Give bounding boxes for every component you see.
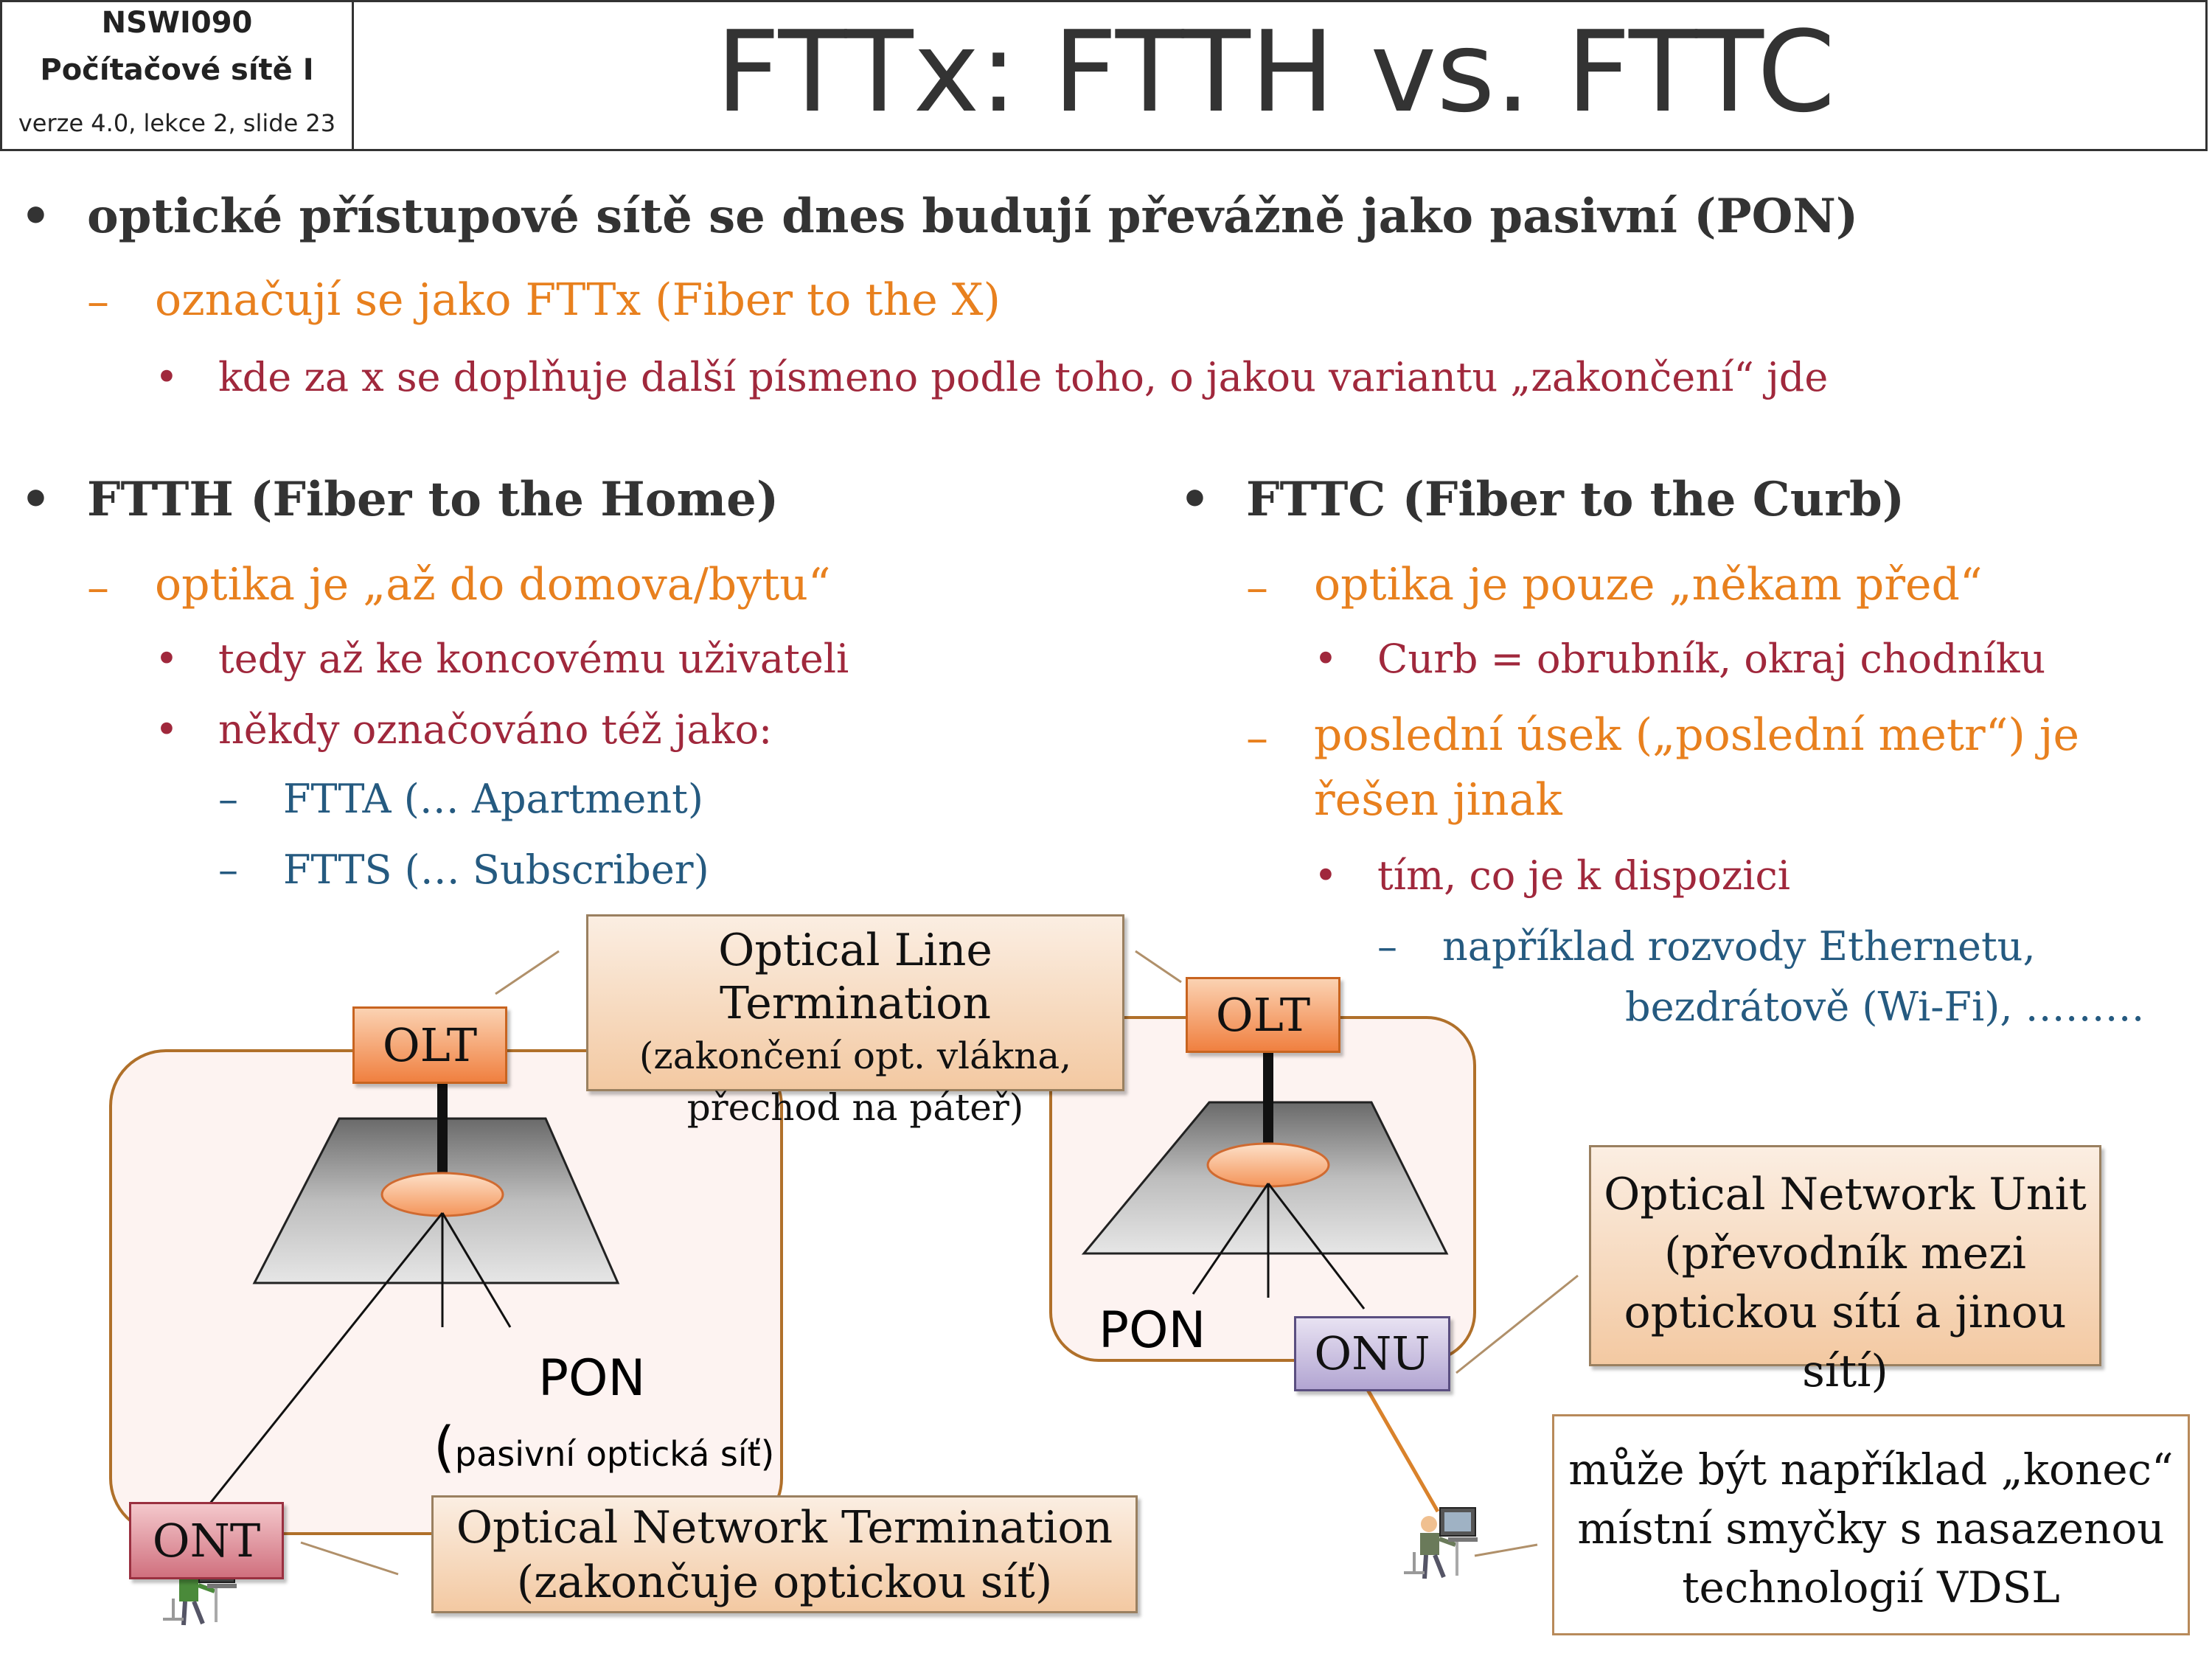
dash-marker: – bbox=[87, 562, 109, 613]
vdsl-note: může být například „konec“ místní smyčky… bbox=[1552, 1414, 2190, 1635]
fttc-subpoint-2a: poslední úsek („poslední metr“) je bbox=[1314, 709, 2079, 761]
fttc-detail-1: Curb = obrubník, okraj chodníku bbox=[1377, 636, 2046, 682]
ont-callout-title: Optical Network Termination bbox=[456, 1502, 1113, 1554]
ftth-alias-b: FTTS (… Subscriber) bbox=[283, 846, 709, 893]
ftth-detail-1: tedy až ke koncovému uživateli bbox=[218, 636, 849, 682]
intro-subpoint: označují se jako FTTx (Fiber to the X) bbox=[155, 274, 1001, 326]
dash-marker: – bbox=[1246, 712, 1268, 764]
onu-node: ONU bbox=[1294, 1316, 1450, 1391]
bullet-marker: • bbox=[21, 472, 51, 527]
onu-callout-title: Optical Network Unit bbox=[1604, 1169, 2087, 1220]
olt-node-fttc: OLT bbox=[1186, 977, 1340, 1053]
slide-title: FTTx: FTTH vs. FTTC bbox=[715, 7, 1836, 137]
olt-node-ftth: OLT bbox=[352, 1006, 507, 1084]
fttc-example-2: bezdrátově (Wi-Fi), ……… bbox=[1625, 984, 2145, 1030]
olt-callout: Optical Line Termination (zakončení opt.… bbox=[586, 914, 1124, 1129]
course-version: verze 4.0, lekce 2, slide 23 bbox=[18, 109, 336, 137]
fttc-subpoint-2b: řešen jinak bbox=[1314, 774, 1562, 826]
olt-callout-line3: přechod na páteř) bbox=[686, 1086, 1024, 1129]
fttc-example-1: například rozvody Ethernetu, bbox=[1442, 923, 2036, 970]
course-info: NSWI090 Počítačové sítě I verze 4.0, lek… bbox=[0, 0, 354, 151]
onu-callout-line3: optickou sítí a jinou sítí) bbox=[1624, 1287, 2067, 1397]
pon-description: (pasivní optická síť) bbox=[434, 1416, 775, 1479]
vdsl-note-line2: místní smyčky s nasazenou bbox=[1577, 1503, 2165, 1554]
dash-marker: – bbox=[1246, 562, 1268, 613]
vdsl-note-line3: technologií VDSL bbox=[1682, 1562, 2060, 1613]
ftth-subpoint: optika je „až do domova/bytu“ bbox=[155, 559, 831, 611]
user-computer-icon bbox=[1404, 1507, 1478, 1579]
fttc-detail-2: tím, co je k dispozici bbox=[1377, 852, 1791, 899]
fttc-heading: FTTC (Fiber to the Curb) bbox=[1246, 472, 1905, 527]
ftth-heading: FTTH (Fiber to the Home) bbox=[87, 472, 779, 527]
bullet-marker: • bbox=[155, 706, 178, 753]
onu-callout: Optical Network Unit (převodník mezi opt… bbox=[1589, 1145, 2101, 1397]
olt-callout-title: Optical Line Termination bbox=[718, 925, 992, 1029]
bullet-marker: • bbox=[21, 189, 51, 244]
course-name: Počítačové sítě I bbox=[40, 53, 314, 87]
pon-label-fttc: PON bbox=[1099, 1301, 1206, 1360]
ont-node: ONT bbox=[129, 1502, 284, 1579]
ont-callout-line2: (zakončuje optickou síť) bbox=[516, 1557, 1053, 1608]
vdsl-note-line1: může být například „konec“ bbox=[1568, 1444, 2174, 1495]
bullet-marker: • bbox=[1314, 636, 1338, 682]
header-bar bbox=[0, 0, 2208, 151]
fttc-subpoint-1: optika je pouze „někam před“ bbox=[1314, 559, 1983, 611]
ftth-detail-2: někdy označováno též jako: bbox=[218, 706, 773, 753]
bullet-marker: • bbox=[1314, 852, 1338, 899]
intro-point: optické přístupové sítě se dnes budují p… bbox=[87, 189, 1859, 244]
course-code: NSWI090 bbox=[101, 6, 253, 40]
dash-marker: – bbox=[218, 776, 238, 822]
bullet-marker: • bbox=[155, 354, 178, 400]
bullet-marker: • bbox=[155, 636, 178, 682]
ftth-alias-a: FTTA (… Apartment) bbox=[283, 776, 703, 822]
dash-marker: – bbox=[87, 276, 109, 327]
dash-marker: – bbox=[218, 846, 238, 893]
onu-callout-line2: (převodník mezi bbox=[1664, 1228, 2026, 1279]
ont-callout: Optical Network Termination (zakončuje o… bbox=[431, 1495, 1138, 1613]
ftth-splitter bbox=[380, 1172, 504, 1217]
pon-label-ftth: PON bbox=[538, 1349, 646, 1408]
pon-description-text: pasivní optická síť bbox=[454, 1434, 761, 1474]
bullet-marker: • bbox=[1180, 472, 1210, 527]
olt-callout-line2: (zakončení opt. vlákna, bbox=[639, 1034, 1072, 1077]
intro-detail: kde za x se doplňuje další písmeno podle… bbox=[218, 354, 1829, 400]
dash-marker: – bbox=[1377, 923, 1397, 970]
fttc-splitter bbox=[1206, 1142, 1330, 1188]
